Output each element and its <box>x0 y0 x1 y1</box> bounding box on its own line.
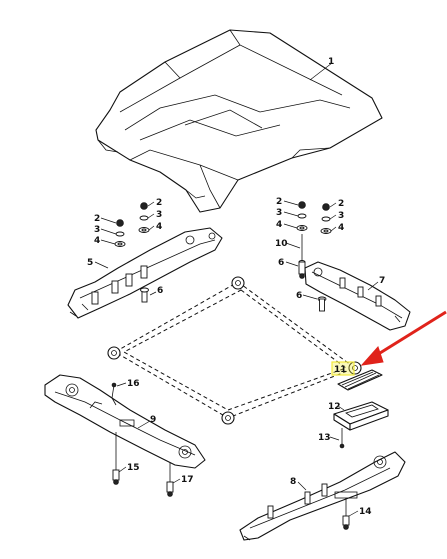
fastener-stack-c <box>296 201 308 231</box>
highlight-box-11 <box>331 361 355 376</box>
leader-17 <box>172 478 181 484</box>
callout-6c: 6 <box>296 291 302 301</box>
callout-4a: 4 <box>94 236 100 246</box>
leader-4a <box>100 239 116 245</box>
callout-2b: 2 <box>156 198 162 208</box>
leader-13 <box>329 436 340 441</box>
leader-6b <box>285 261 299 267</box>
fastener-stack-a <box>114 219 126 247</box>
red-arrow-icon <box>360 310 447 366</box>
leader-12 <box>337 405 345 411</box>
leader-4d <box>330 226 337 232</box>
callout-9: 9 <box>150 415 156 425</box>
bolt-6-left <box>140 287 149 303</box>
callout-3a: 3 <box>94 225 100 235</box>
leader-2b <box>147 201 155 207</box>
callout-10: 10 <box>275 239 288 249</box>
callout-17: 17 <box>181 475 194 485</box>
leader-15 <box>118 466 127 473</box>
leader-6a <box>149 291 157 296</box>
leader-10 <box>285 242 301 249</box>
callout-11: 11 <box>334 365 347 375</box>
callout-8: 8 <box>290 477 296 487</box>
leader-6c <box>302 294 318 300</box>
callout-4c: 4 <box>276 220 282 230</box>
leader-9 <box>137 420 151 429</box>
gasket-11 <box>337 369 383 391</box>
callout-6b: 6 <box>278 258 284 268</box>
bolt-17 <box>166 462 174 497</box>
callout-15: 15 <box>127 463 140 473</box>
leader-14 <box>348 510 359 517</box>
screw-13 <box>339 428 345 449</box>
callout-12: 12 <box>328 402 341 412</box>
callout-1: 1 <box>328 57 334 67</box>
leader-3d <box>329 214 337 220</box>
right-bracket <box>304 261 411 331</box>
leader-7 <box>367 281 379 291</box>
clip-16 <box>111 382 117 406</box>
callout-2d: 2 <box>338 199 344 209</box>
callout-5: 5 <box>87 258 93 268</box>
leader-16 <box>116 382 127 387</box>
leader-3a <box>100 228 117 235</box>
leader-2c <box>283 200 299 206</box>
leader-4c <box>283 223 298 229</box>
leader-5 <box>94 261 109 269</box>
callout-16: 16 <box>127 379 140 389</box>
bolt-15 <box>112 432 120 485</box>
leader-4b <box>148 225 155 231</box>
callout-7: 7 <box>379 276 385 286</box>
lower-left-bracket <box>44 374 206 469</box>
leader-3b <box>147 213 155 219</box>
callout-2c: 2 <box>276 197 282 207</box>
lower-right-bracket <box>239 451 406 541</box>
fastener-stack-d <box>320 203 332 234</box>
left-bracket <box>67 227 223 319</box>
leader-2d <box>329 202 337 208</box>
roof-cover <box>95 29 383 213</box>
callout-4d: 4 <box>338 223 344 233</box>
seal-frame <box>107 276 362 425</box>
fastener-stack-b <box>138 202 150 233</box>
leader-8 <box>297 481 307 491</box>
callout-3b: 3 <box>156 210 162 220</box>
callout-14: 14 <box>359 507 372 517</box>
callout-4b: 4 <box>156 222 162 232</box>
callout-2a: 2 <box>94 214 100 224</box>
leader-2a <box>100 217 117 224</box>
seal-block-12 <box>333 401 389 431</box>
callout-3d: 3 <box>338 211 344 221</box>
bolt-10 <box>298 234 306 279</box>
leader-3c <box>283 211 299 217</box>
callout-13: 13 <box>318 433 331 443</box>
bolt-6-right <box>317 296 327 312</box>
callout-6a: 6 <box>157 286 163 296</box>
callout-3c: 3 <box>276 208 282 218</box>
leader-1 <box>309 62 333 81</box>
bolt-14 <box>342 498 350 530</box>
